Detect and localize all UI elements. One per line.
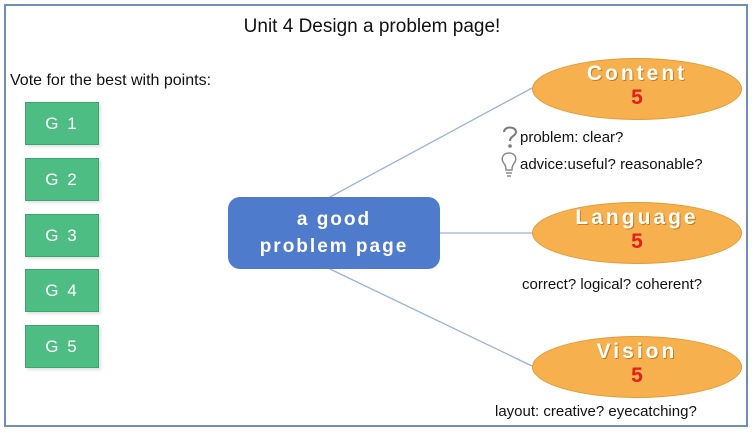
central-node-line1: a good xyxy=(296,209,372,230)
branch-vision-score: 5 xyxy=(631,364,643,387)
branch-content-score: 5 xyxy=(631,86,643,109)
group-button-g5[interactable]: G 5 xyxy=(25,325,99,368)
branch-language-score: 5 xyxy=(631,230,643,253)
central-node-line2: problem page xyxy=(259,236,409,257)
connector-content xyxy=(329,87,533,198)
group-button-g1[interactable]: G 1 xyxy=(25,102,99,145)
criteria-problem: problem: clear? xyxy=(520,129,624,146)
criteria-vision: layout: creative? eyecatching? xyxy=(495,403,697,420)
vote-label: Vote for the best with points: xyxy=(10,72,212,89)
branch-language: Language 5 xyxy=(532,202,742,264)
branch-vision-name: Vision xyxy=(596,340,678,363)
lightbulb-icon xyxy=(501,152,517,177)
branch-content: Content 5 xyxy=(532,58,742,120)
criteria-language: correct? logical? coherent? xyxy=(522,276,703,293)
central-node: a good problem page xyxy=(228,197,440,269)
page-title: Unit 4 Design a problem page! xyxy=(243,16,501,37)
branch-language-name: Language xyxy=(575,206,699,229)
branch-content-name: Content xyxy=(586,62,688,85)
question-mark-icon xyxy=(503,126,518,148)
group-button-g4[interactable]: G 4 xyxy=(25,269,99,312)
group-button-g2[interactable]: G 2 xyxy=(25,158,99,201)
branch-vision: Vision 5 xyxy=(532,336,742,398)
connector-vision xyxy=(329,268,533,367)
criteria-advice: advice:useful? reasonable? xyxy=(520,156,703,173)
group-button-g3[interactable]: G 3 xyxy=(25,214,99,257)
